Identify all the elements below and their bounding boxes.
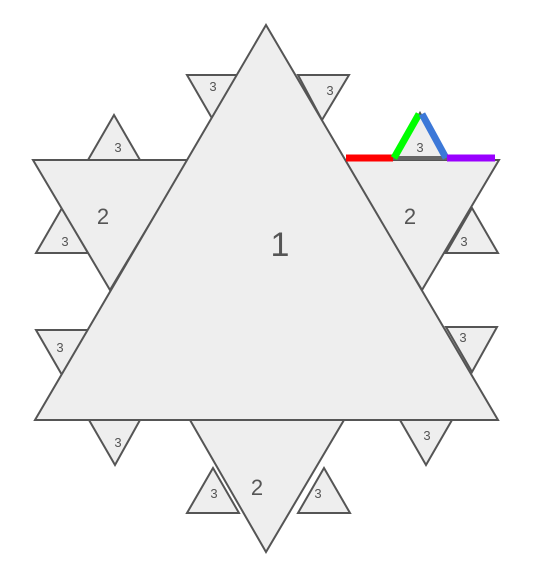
label-level-2-bottom: 2 <box>251 475 263 500</box>
label-level-3: 3 <box>56 340 63 355</box>
triangle-level-3 <box>296 74 351 123</box>
level-3-triangles <box>34 74 500 514</box>
label-level-3: 3 <box>61 234 68 249</box>
triangle-level-3 <box>444 206 500 254</box>
label-level-3: 3 <box>459 330 466 345</box>
label-level-3: 3 <box>416 140 423 155</box>
label-level-3: 3 <box>210 486 217 501</box>
label-level-3: 3 <box>114 140 121 155</box>
label-level-3: 3 <box>326 83 333 98</box>
label-level-2-right: 2 <box>404 204 416 229</box>
triangle-level-3 <box>296 466 352 514</box>
label-level-3: 3 <box>460 234 467 249</box>
highlight-blue-segment <box>418 112 450 160</box>
label-level-3: 3 <box>209 79 216 94</box>
label-level-3: 3 <box>423 428 430 443</box>
highlight-green-segment <box>390 112 423 160</box>
level-2-triangles <box>31 159 501 554</box>
label-level-2-left: 2 <box>97 204 109 229</box>
labels: 1 2 2 2 3 3 3 3 3 3 3 3 3 3 3 3 <box>56 79 467 501</box>
highlighted-segments <box>346 112 495 162</box>
triangle-level-3 <box>185 466 241 514</box>
label-level-1: 1 <box>271 226 290 264</box>
triangle-level-3 <box>444 326 499 375</box>
triangle-level-1 <box>33 23 500 421</box>
label-level-3: 3 <box>114 435 121 450</box>
label-level-3: 3 <box>314 486 321 501</box>
